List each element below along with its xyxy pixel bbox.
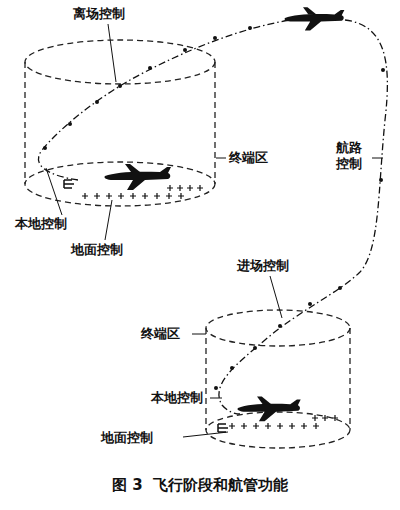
callout-label: 本地控制 (14, 216, 68, 232)
callout-label: 进场控制 (236, 258, 290, 274)
callout-label: 本地控制 (150, 390, 204, 406)
figure-caption: 图 3 飞行阶段和航管功能 (0, 476, 400, 495)
callout-label: 终端区 (228, 150, 269, 166)
callout-label: 地面控制 (100, 430, 154, 446)
callout-label: 终端区 (140, 326, 181, 342)
callout-label: 航路控制 (334, 140, 365, 171)
callout-label: 离场控制 (72, 6, 126, 22)
callout-label: 地面控制 (70, 242, 124, 258)
